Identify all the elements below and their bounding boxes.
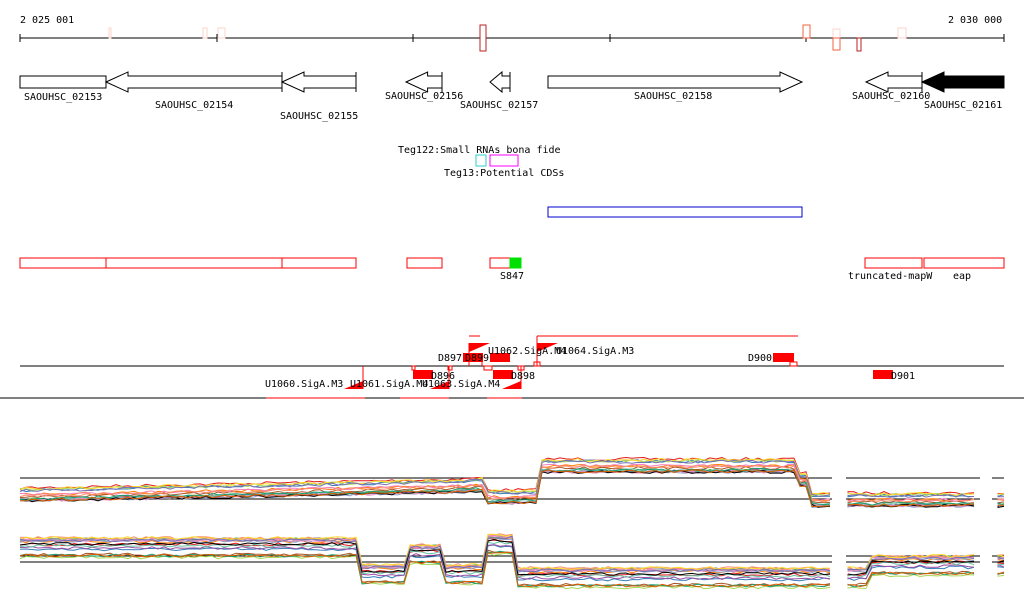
gene-arrow bbox=[404, 71, 443, 93]
srna-tracks: Teg122:Small RNAs bona fide Teg13:Potent… bbox=[398, 145, 803, 218]
tss-d901[interactable]: D901 bbox=[891, 371, 915, 382]
expression-line bbox=[19, 538, 1005, 576]
gene-label: SAOUHSC_02158 bbox=[634, 91, 712, 102]
gene-arrow bbox=[104, 71, 283, 93]
tss-u1060[interactable]: U1060.SigA.M3 bbox=[265, 379, 343, 390]
gene-arrow bbox=[280, 71, 357, 93]
expression-line bbox=[19, 552, 1005, 590]
ruler-start-label: 2 025 001 bbox=[20, 15, 74, 26]
gene-label: SAOUHSC_02157 bbox=[460, 100, 538, 111]
tss-d896[interactable]: D896 bbox=[431, 371, 455, 382]
tss-d899[interactable]: D899 bbox=[465, 353, 489, 364]
expression-line bbox=[19, 541, 1005, 578]
tss-u1063[interactable]: U1063.SigA.M4 bbox=[422, 379, 500, 390]
gene-label: SAOUHSC_02154 bbox=[155, 100, 233, 111]
tss-u1062[interactable]: U1062.SigA.M4 bbox=[488, 346, 566, 357]
gene-label: SAOUHSC_02156 bbox=[385, 91, 463, 102]
tss-track: D897 D899 U1062.SigA.M4 U1064.SigA.M3 D9… bbox=[0, 335, 1024, 399]
gene-label: SAOUHSC_02161 bbox=[924, 100, 1002, 111]
gene-arrow bbox=[489, 70, 511, 94]
gene-arrow bbox=[547, 71, 804, 93]
expression-line bbox=[19, 551, 1005, 588]
gene-arrow bbox=[920, 71, 1005, 93]
tss-d898[interactable]: D898 bbox=[511, 371, 535, 382]
cds-feature[interactable] bbox=[547, 206, 803, 218]
ruler-end-label: 2 030 000 bbox=[948, 15, 1002, 26]
gene-arrow bbox=[19, 75, 107, 89]
ruler: 2 025 001 2 030 000 bbox=[19, 15, 1005, 52]
expression-line bbox=[19, 457, 1005, 496]
gene-label: SAOUHSC_02155 bbox=[280, 111, 358, 122]
gene-saouhsc_02154[interactable]: SAOUHSC_02154 bbox=[104, 71, 283, 111]
tss-u1061[interactable]: U1061.SigA.M4 bbox=[350, 379, 428, 390]
gene-saouhsc_02156[interactable]: SAOUHSC_02156 bbox=[385, 71, 463, 102]
expression-line bbox=[19, 535, 1005, 573]
s847-label: S847 bbox=[500, 271, 524, 282]
gene-saouhsc_02155[interactable]: SAOUHSC_02155 bbox=[280, 71, 358, 122]
tss-d900[interactable]: D900 bbox=[748, 353, 772, 364]
expression-line bbox=[19, 459, 1004, 498]
truncated-mapw-label: truncated-mapW bbox=[848, 271, 933, 282]
expression-profiles bbox=[19, 456, 1005, 600]
expression-line bbox=[20, 469, 1004, 508]
gene-saouhsc_02157[interactable]: SAOUHSC_02157 bbox=[460, 70, 538, 111]
teg13-feature[interactable] bbox=[489, 154, 519, 167]
gene-label: SAOUHSC_02160 bbox=[852, 91, 930, 102]
motif-marker[interactable] bbox=[479, 24, 487, 52]
teg13-label: Teg13:Potential CDSs bbox=[444, 168, 564, 179]
eap-label: eap bbox=[953, 271, 971, 282]
gene-saouhsc_02160[interactable]: SAOUHSC_02160 bbox=[852, 71, 930, 102]
tss-d897[interactable]: D897 bbox=[438, 353, 462, 364]
feature-track bbox=[19, 257, 1005, 269]
expression-line bbox=[19, 456, 1005, 496]
tss-u1064[interactable]: U1064.SigA.M3 bbox=[556, 346, 634, 357]
gene-arrow bbox=[864, 71, 923, 93]
gene-saouhsc_02153[interactable]: SAOUHSC_02153 bbox=[19, 75, 107, 103]
gene-saouhsc_02158[interactable]: SAOUHSC_02158 bbox=[547, 71, 804, 102]
teg122-label: Teg122:Small RNAs bona fide bbox=[398, 145, 561, 156]
teg122-feature[interactable] bbox=[475, 154, 487, 167]
gene-saouhsc_02161[interactable]: SAOUHSC_02161 bbox=[920, 71, 1005, 111]
s847-feature[interactable] bbox=[509, 257, 522, 269]
expression-line bbox=[19, 464, 1005, 503]
gene-label: SAOUHSC_02153 bbox=[24, 92, 102, 103]
